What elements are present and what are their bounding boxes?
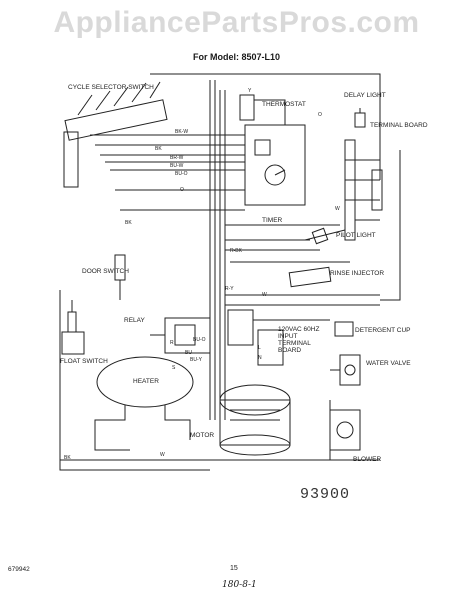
delay-light: [354, 108, 366, 128]
heater: [94, 356, 194, 451]
wire-label: R-BK: [230, 248, 242, 254]
diagram-number: 93900: [300, 486, 351, 503]
wire-label: L: [258, 345, 261, 351]
right-wire: [380, 150, 401, 301]
label-motor: MOTOR: [190, 432, 215, 439]
wire-label: R: [170, 340, 174, 346]
wire-label: BR-W: [170, 155, 184, 161]
detergent-cup: [334, 321, 354, 337]
wire-label: BK: [155, 146, 162, 152]
wire-label: O: [180, 187, 184, 193]
part-number: 679942: [8, 566, 30, 573]
wire-label: N: [258, 355, 262, 361]
watermark: AppliancePartsPros.com: [53, 6, 420, 39]
label-water-valve: WATER VALVE: [366, 360, 411, 367]
label-rinse-injector: RINSE INJECTOR: [330, 270, 385, 277]
label-blower: BLOWER: [353, 456, 382, 463]
wire-label: BU-O: [193, 337, 206, 343]
wire-label: S: [172, 365, 176, 371]
wire-label: Y: [248, 88, 252, 94]
wire-label: R-Y: [225, 286, 234, 292]
label-delay-light: DELAY LIGHT: [344, 92, 386, 99]
wire-label: BK: [125, 220, 132, 226]
wire-label: W: [262, 292, 267, 298]
relay: [150, 317, 211, 354]
cycle-selector-switch: [63, 81, 168, 188]
label-timer: TIMER: [262, 217, 283, 224]
label-pilot-light: PILOT LIGHT: [336, 232, 376, 239]
label-input-terminal-board: 120VAC 60Hz INPUT TERMINAL BOARD: [278, 326, 320, 354]
label-thermostat: THERMOSTAT: [262, 101, 306, 108]
wire-label: BK: [64, 455, 71, 461]
wire-label: W: [335, 206, 340, 212]
outer-wire-left: [59, 290, 210, 471]
float-switch: [61, 300, 85, 355]
wire-label: W: [160, 452, 165, 458]
model-title: For Model: 8507-L10: [192, 52, 281, 62]
label-door-switch: DOOR SWITCH: [82, 268, 129, 275]
label-relay: RELAY: [124, 317, 145, 324]
wire-label: BU-O: [175, 171, 188, 177]
label-float-switch: FLOAT SWITCH: [60, 358, 108, 365]
handwritten-code: 180-8-1: [222, 580, 257, 590]
blower: [329, 409, 380, 461]
input-terminal-board-block: [227, 309, 254, 346]
wire-label: O: [318, 112, 322, 118]
wire-label: BK-W: [175, 129, 189, 135]
label-cycle-selector-switch: CYCLE SELECTOR SWITCH: [68, 84, 154, 91]
page-number: 15: [230, 565, 238, 572]
terminal-board: [344, 139, 383, 241]
timer: [244, 124, 306, 206]
label-terminal-board: TERMINAL BOARD: [370, 122, 428, 129]
thermostat: [239, 94, 255, 121]
label-detergent-cup: DETERGENT CUP: [355, 327, 411, 334]
outer-wire-top: [150, 73, 381, 180]
wire-label: BU-Y: [190, 357, 202, 363]
rinse-injector: [288, 266, 332, 288]
label-heater: HEATER: [133, 378, 159, 385]
motor: [219, 384, 291, 456]
water-valve: [330, 354, 361, 386]
wire-label: BU-W: [170, 163, 184, 169]
wire-label: BU: [185, 350, 192, 356]
